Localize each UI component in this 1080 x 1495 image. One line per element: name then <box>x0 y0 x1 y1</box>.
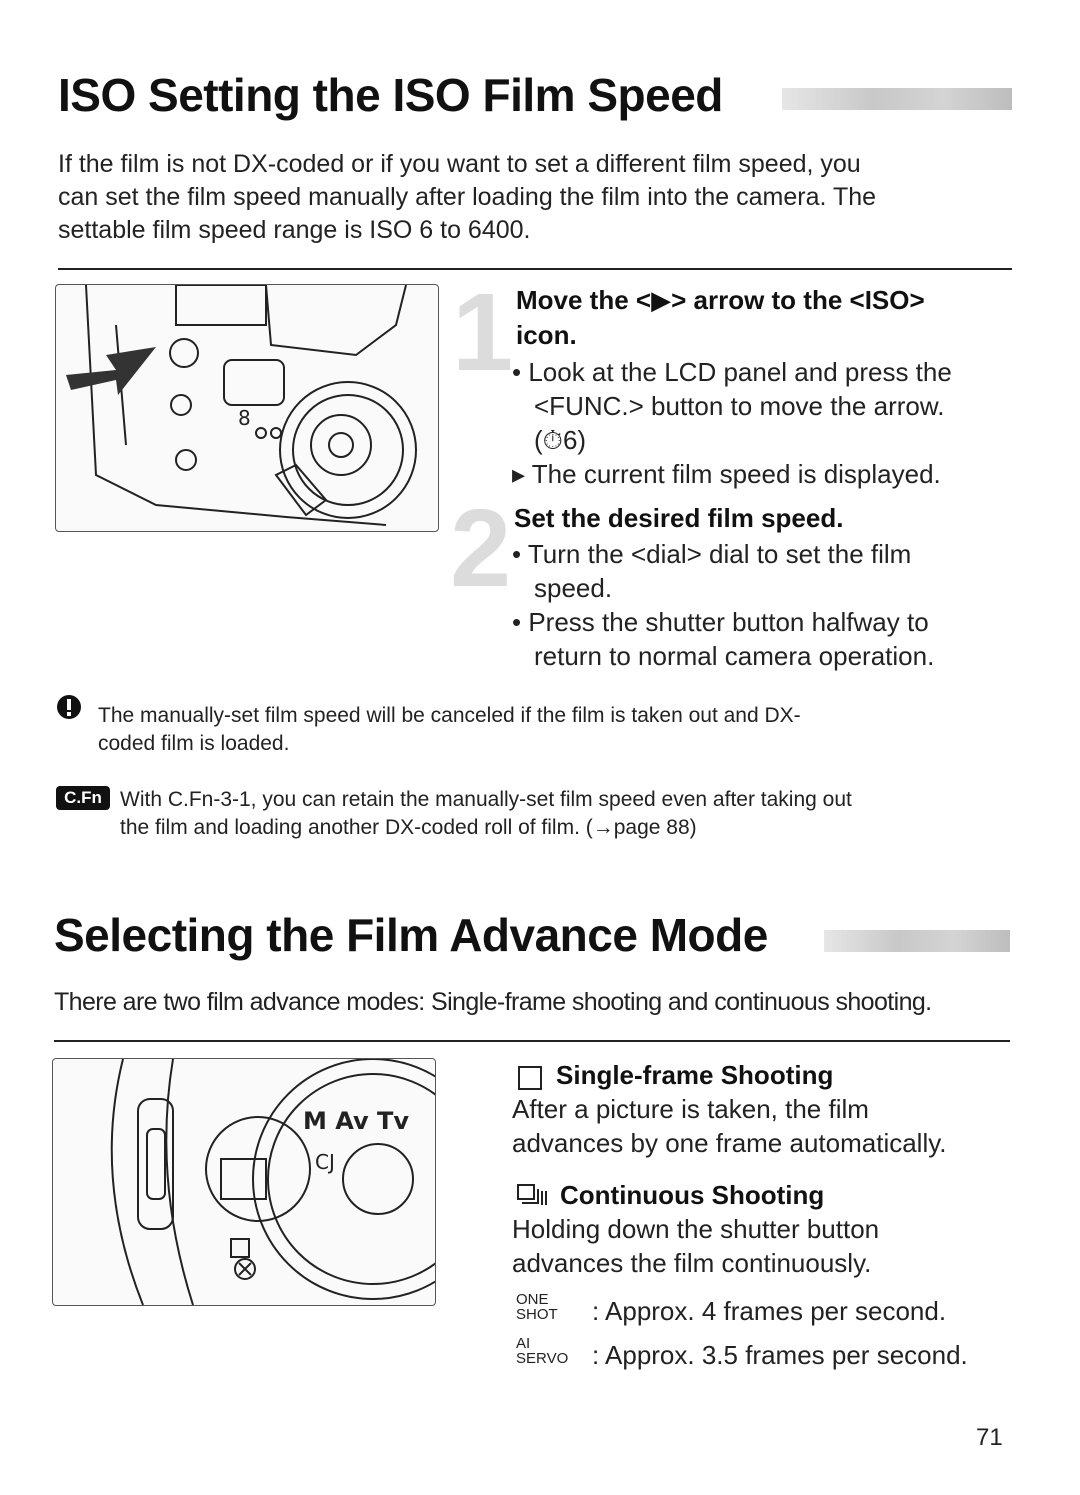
step2-bullet-line: • Turn the <dial> dial to set the film <box>512 539 912 569</box>
continuous-shooting-icon <box>516 1182 548 1208</box>
mode-dial-illustration: M Av Tv CJ <box>52 1058 436 1306</box>
single-frame-icon <box>518 1066 542 1095</box>
caution-icon <box>56 694 82 720</box>
one-shot-text: : Approx. 4 frames per second. <box>592 1296 947 1326</box>
continuous-title: Continuous Shooting <box>560 1180 825 1210</box>
camera-back-drawing: 8 <box>66 285 417 526</box>
cfn-note-line: the film and loading another DX-coded ro… <box>120 816 697 839</box>
iso-intro-line: If the film is not DX-coded or if you wa… <box>58 150 861 178</box>
svg-text:8: 8 <box>238 406 251 430</box>
warning-line: coded film is loaded. <box>98 732 290 755</box>
step2-bullet-line: speed. <box>534 573 613 603</box>
step1-result: ▸ The current film speed is displayed. <box>512 459 941 489</box>
section-title-iso: ISO Setting the ISO Film Speed <box>58 69 723 121</box>
one-shot-label-top: ONE <box>516 1291 549 1308</box>
step1-bullet-line: • Look at the LCD panel and press the <box>512 357 952 387</box>
warning-line: The manually-set film speed will be canc… <box>98 704 801 727</box>
iso-intro: If the film is not DX-coded or if you wa… <box>58 148 1018 247</box>
title-decoration-bar <box>824 930 1010 952</box>
iso-intro-line: settable film speed range is ISO 6 to 64… <box>58 216 531 244</box>
step2-bullet-line: return to normal camera operation. <box>534 641 935 671</box>
cfn-badge-icon: C.Fn <box>56 786 110 810</box>
svg-text:M Av Tv: M Av Tv <box>303 1107 409 1135</box>
ai-servo-icon: AI SERVO <box>516 1336 568 1366</box>
continuous-line: Holding down the shutter button <box>512 1214 880 1244</box>
continuous-line: advances the film continuously. <box>512 1248 872 1278</box>
divider <box>54 1040 1010 1042</box>
step-number-2: 2 <box>450 487 512 610</box>
step1-bullet-line: <FUNC.> button to move the arrow. <box>534 391 945 421</box>
title-decoration-bar <box>782 88 1012 110</box>
ai-servo-text: : Approx. 3.5 frames per second. <box>592 1340 968 1370</box>
step-number-1: 1 <box>452 271 514 394</box>
one-shot-label-bottom: SHOT <box>516 1306 558 1323</box>
step2-bullet-line: • Press the shutter button halfway to <box>512 607 929 637</box>
single-frame-line: After a picture is taken, the film <box>512 1094 869 1124</box>
single-frame-line: advances by one frame automatically. <box>512 1128 947 1158</box>
step2-title: Set the desired film speed. <box>514 503 844 533</box>
iso-intro-line: can set the film speed manually after lo… <box>58 183 877 211</box>
mode-dial-drawing: M Av Tv CJ <box>110 1059 435 1305</box>
single-frame-title: Single-frame Shooting <box>556 1060 834 1090</box>
step1-title-line2: icon. <box>516 320 577 350</box>
camera-back-illustration: 8 <box>55 284 439 532</box>
divider <box>58 268 1012 270</box>
page-number: 71 <box>976 1424 1003 1451</box>
ai-servo-label-bottom: SERVO <box>516 1350 569 1367</box>
ai-servo-label-top: AI <box>516 1335 531 1352</box>
step1-bullet-line: (⏱6) <box>534 425 587 455</box>
step1-title-line1: Move the <▶> arrow to the <ISO> <box>516 285 925 315</box>
advance-intro: There are two film advance modes: Single… <box>54 988 932 1016</box>
section-title-advance: Selecting the Film Advance Mode <box>54 909 768 961</box>
cfn-note-line: With C.Fn-3-1, you can retain the manual… <box>120 788 852 811</box>
one-shot-icon: ONE SHOT <box>516 1292 558 1322</box>
svg-text:CJ: CJ <box>315 1150 335 1174</box>
